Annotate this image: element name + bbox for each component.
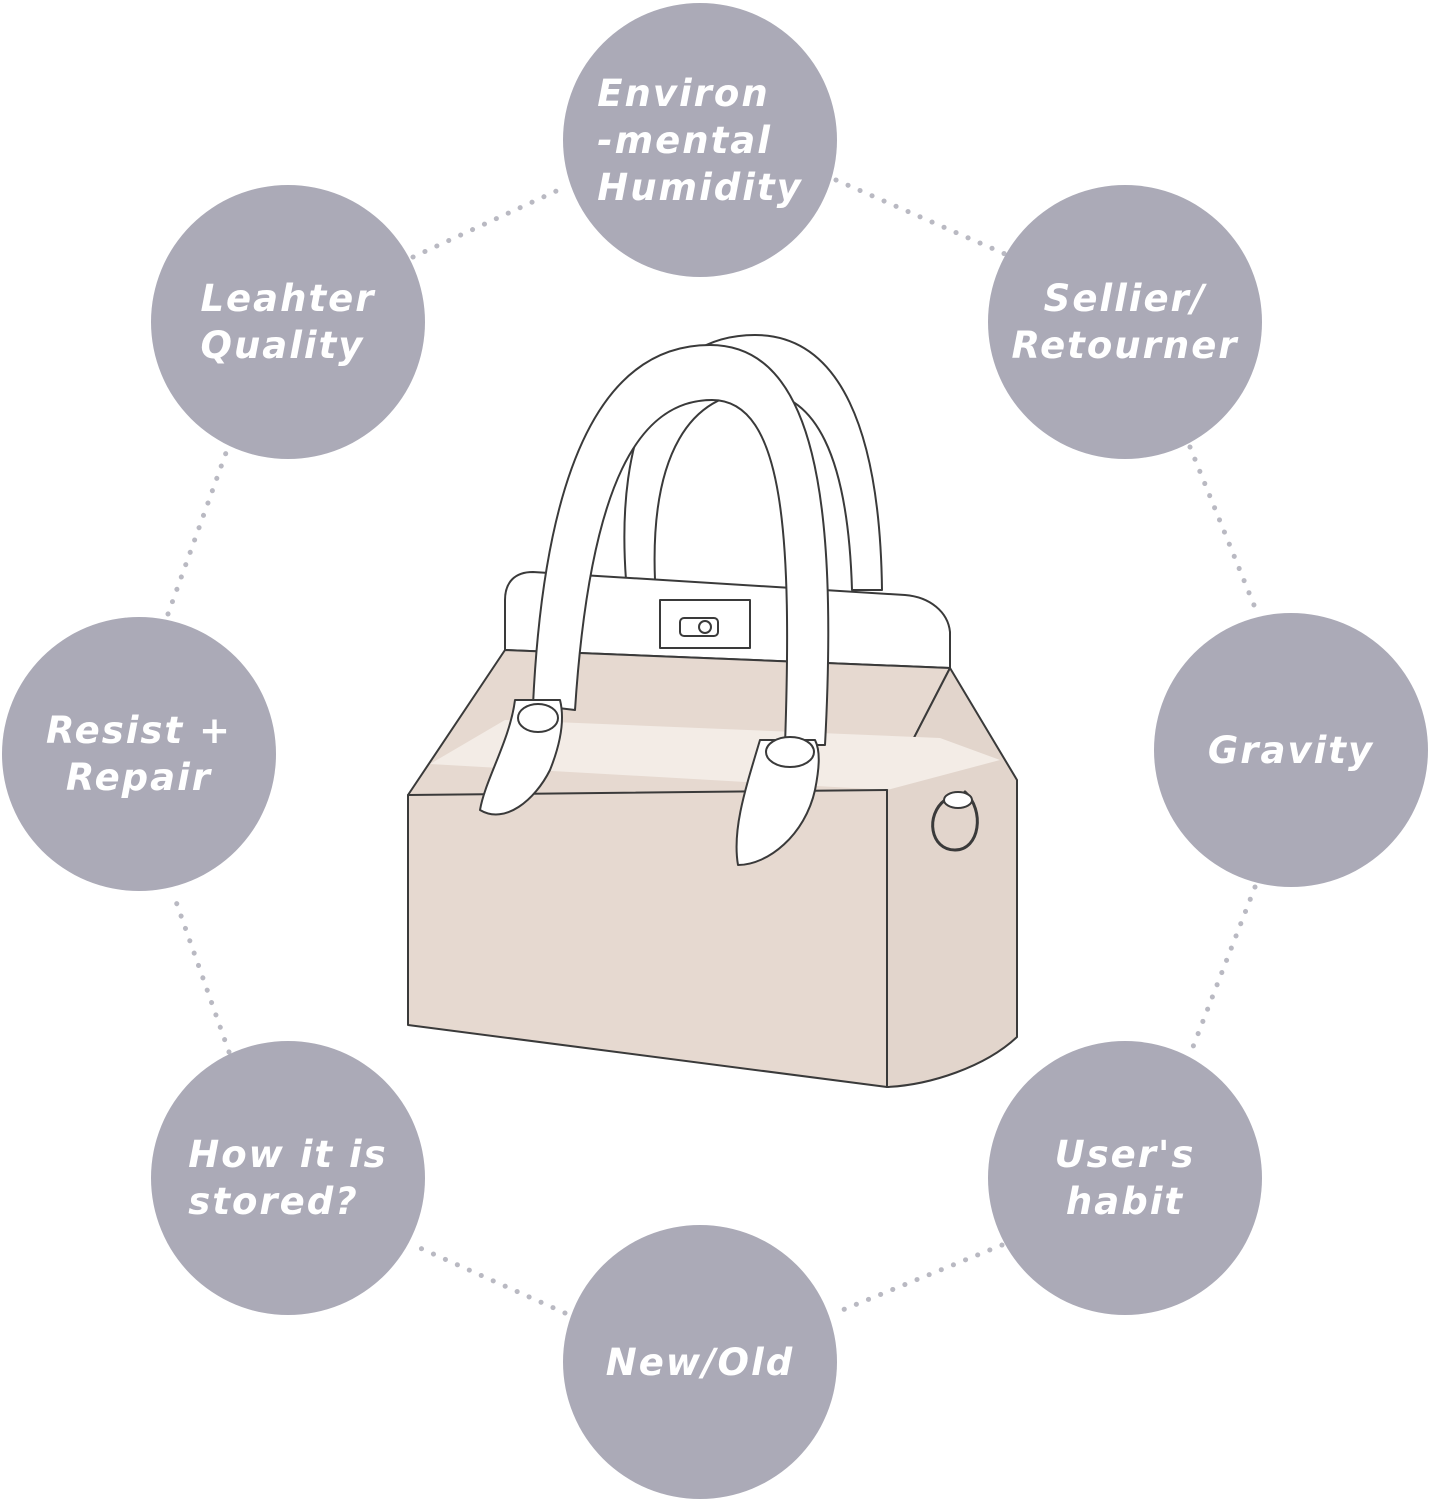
factor-label: New/Old xyxy=(605,1340,795,1384)
right-handle-ring xyxy=(765,736,815,768)
connector-new-stored xyxy=(408,1241,568,1316)
connector-leather-env xyxy=(410,184,568,260)
factor-label: Sellier/ Retourner xyxy=(1011,277,1239,367)
factor-sellier-retourner: Sellier/ Retourner xyxy=(988,185,1262,459)
side-ring xyxy=(931,790,979,852)
side-ring-tab xyxy=(943,791,973,809)
factor-users-habit: User's habit xyxy=(988,1041,1262,1315)
factor-label: Environ -mental Humidity xyxy=(597,71,803,209)
factor-label: Gravity xyxy=(1207,728,1375,772)
factor-label: Resist + Repair xyxy=(45,709,233,799)
factor-gravity: Gravity xyxy=(1154,613,1428,887)
front-handle xyxy=(532,344,830,746)
connector-sellier-gravity xyxy=(1187,444,1261,618)
factor-label: How it is stored? xyxy=(188,1133,388,1223)
factor-new-old: New/Old xyxy=(563,1225,837,1499)
right-handle-tab xyxy=(735,739,820,866)
factor-leather-quality: Leahter Quality xyxy=(151,185,425,459)
connector-env-sellier xyxy=(833,177,1008,257)
factor-how-stored: How it is stored? xyxy=(151,1041,425,1315)
lock-dot xyxy=(698,620,712,634)
factor-label: User's habit xyxy=(1054,1133,1196,1223)
left-handle-ring xyxy=(517,703,559,733)
connector-habit-new xyxy=(832,1242,1005,1316)
connector-stored-resist xyxy=(170,890,232,1055)
factor-resist-repair: Resist + Repair xyxy=(2,617,276,891)
bag-top-band xyxy=(430,720,1000,790)
connector-resist-leather xyxy=(165,447,230,617)
factor-environmental-humidity: Environ -mental Humidity xyxy=(563,3,837,277)
bag-body-front xyxy=(407,649,951,1088)
factor-label: Leahter Quality xyxy=(200,277,376,367)
